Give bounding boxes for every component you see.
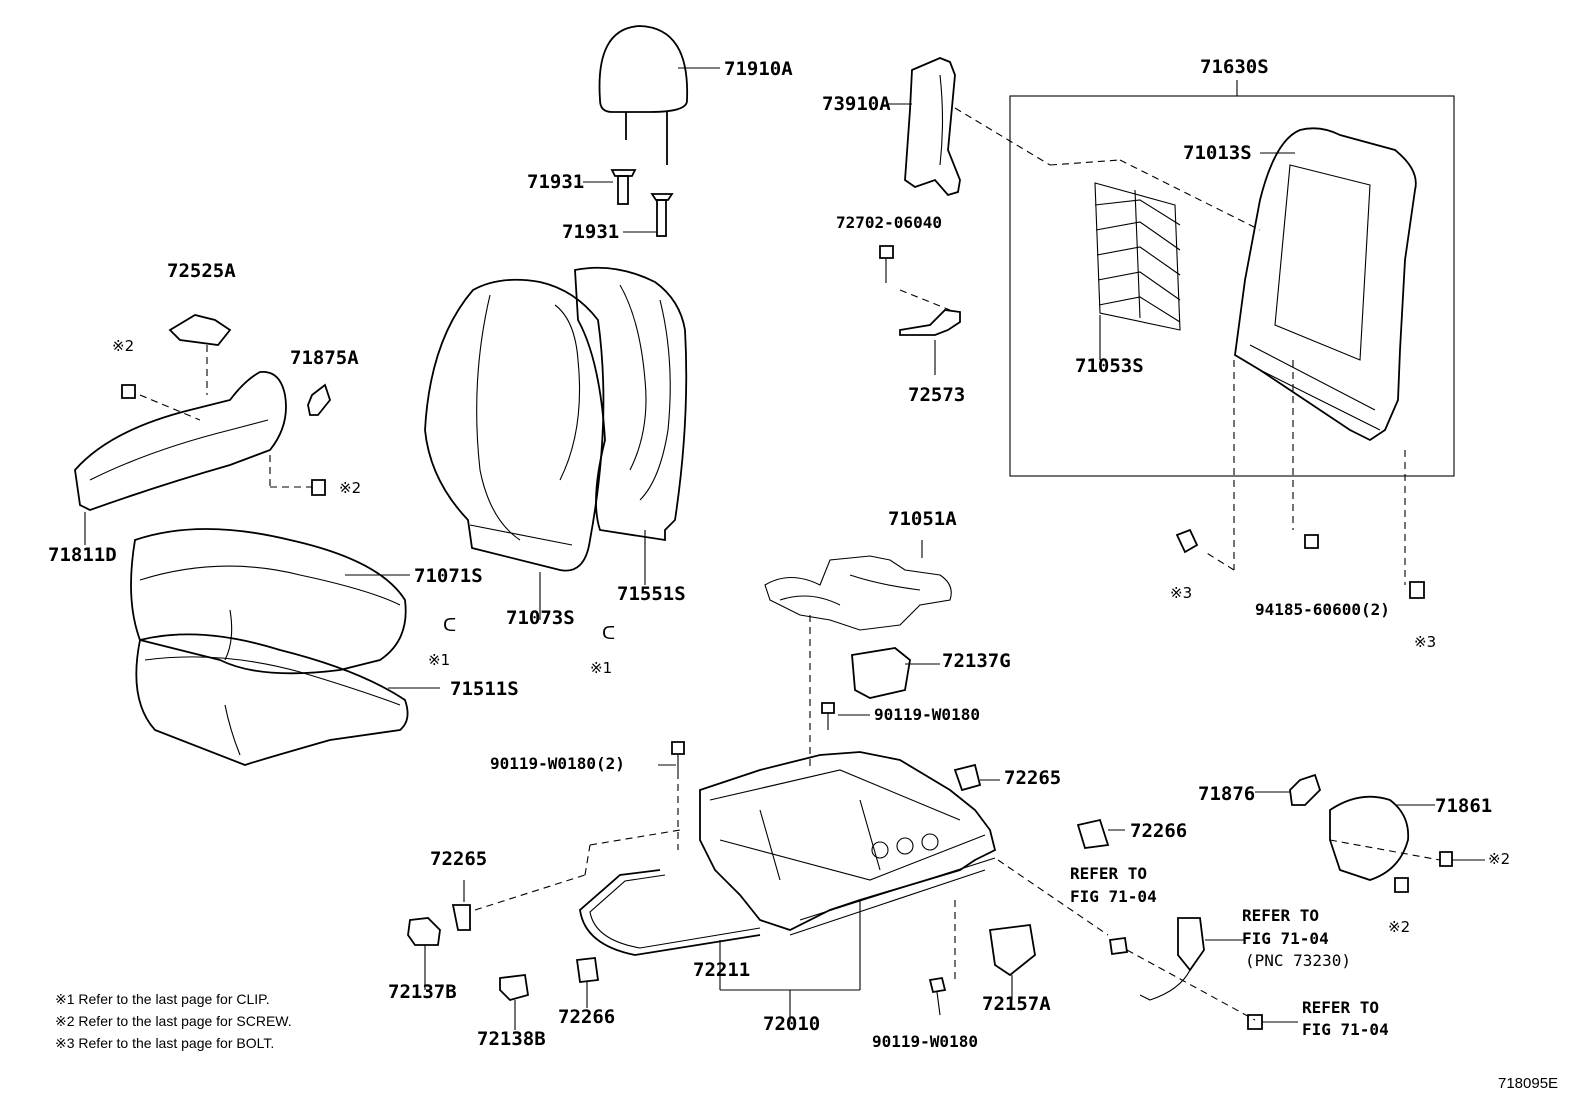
ref-mark-1-clip-b: ※1 (590, 659, 613, 677)
seat-adjuster-drawing (699, 751, 997, 1022)
refer-label-1-line2: FIG 71-04 (1070, 887, 1157, 906)
refer-label-3-line1: REFER TO (1302, 998, 1380, 1017)
side-airbag-drawing (887, 57, 1051, 197)
seat-cushion-cover-drawing (130, 528, 410, 675)
seatback-spring-drawing (1094, 182, 1181, 360)
part-label-71511S: 71511S (450, 678, 519, 700)
side-shield-drawing (74, 314, 332, 545)
footnote-bolt: ※3 Refer to the last page for BOLT. (55, 1035, 275, 1051)
recliner-cover-drawing (1255, 773, 1485, 893)
part-label-71053S: 71053S (1075, 355, 1144, 377)
release-cable-drawing (579, 869, 761, 960)
figure-id: 718095E (1498, 1075, 1559, 1092)
refer-label-1-line1: REFER TO (1070, 864, 1148, 883)
part-label-71910A: 71910A (724, 58, 793, 80)
part-label-72137B: 72137B (388, 981, 457, 1003)
part-label-71931-upper: 71931 (527, 171, 585, 193)
refer-label-2-line2: FIG 71-04 (1242, 929, 1329, 948)
ref-mark-3-bolt-a: ※3 (1170, 584, 1193, 602)
part-label-72266-right: 72266 (1130, 820, 1188, 842)
ref-mark-2-screw-c: ※2 (1488, 850, 1511, 868)
ref-mark-2-screw-b: ※2 (339, 479, 362, 497)
part-label-72702-06040: 72702-06040 (836, 213, 942, 232)
part-label-90119-W0180-upper: 90119-W0180 (874, 705, 980, 724)
part-label-72010: 72010 (763, 1013, 821, 1035)
part-label-71875A: 71875A (290, 347, 359, 369)
part-label-90119-W0180-lower: 90119-W0180 (872, 1032, 978, 1051)
refer-label-3-line2: FIG 71-04 (1302, 1020, 1389, 1039)
part-label-71811D: 71811D (48, 544, 117, 566)
part-label-71931-lower: 71931 (562, 221, 620, 243)
part-label-72573: 72573 (908, 384, 966, 406)
part-label-72138B: 72138B (477, 1028, 546, 1050)
frame-leader-lines (1204, 360, 1406, 585)
cushion-spring-drawing (764, 540, 952, 770)
headrest-guide-drawing (583, 169, 674, 237)
seatbelt-buckle-drawing (1108, 917, 1298, 1030)
screw-top-drawing (658, 702, 870, 850)
part-label-71013S: 71013S (1183, 142, 1252, 164)
seatback-pad-drawing (574, 266, 688, 585)
clips-drawing (407, 763, 1125, 1030)
part-label-71051A: 71051A (888, 508, 957, 530)
ref-mark-3-bolt-b: ※3 (1414, 633, 1437, 651)
clip-icon: ᑕ (602, 623, 616, 644)
part-label-72157A: 72157A (982, 993, 1051, 1015)
ref-mark-1-clip-a: ※1 (428, 651, 451, 669)
seatback-frame-assy-box (1009, 80, 1455, 477)
headrest-drawing (598, 25, 720, 165)
seatback-frame-drawing (1234, 127, 1417, 442)
part-label-71071S: 71071S (414, 565, 483, 587)
part-label-71551S: 71551S (617, 583, 686, 605)
part-label-72525A: 72525A (167, 260, 236, 282)
bracket-72137G-drawing (851, 647, 940, 699)
clip-icon: ᑕ (443, 615, 457, 636)
part-label-73910A: 73910A (822, 93, 891, 115)
footnote-clip: ※1 Refer to the last page for CLIP. (55, 991, 270, 1007)
part-label-72265-left: 72265 (430, 848, 488, 870)
part-label-90119-W0180-2: 90119-W0180(2) (490, 754, 625, 773)
seat-cushion-pad-drawing (135, 633, 440, 766)
part-label-72265-right: 72265 (1004, 767, 1062, 789)
bolt-bracket-drawing (879, 245, 961, 375)
refer-label-2-line3: (PNC 73230) (1245, 951, 1351, 970)
part-label-72211: 72211 (693, 959, 751, 981)
part-label-71876: 71876 (1198, 783, 1256, 805)
footnote-screw: ※2 Refer to the last page for SCREW. (55, 1013, 292, 1029)
part-label-72266-bottom: 72266 (558, 1006, 616, 1028)
part-label-72137G: 72137G (942, 650, 1011, 672)
ref-mark-2-screw-d: ※2 (1388, 918, 1411, 936)
ref-mark-2-screw-a: ※2 (112, 337, 135, 355)
refer-label-2-line1: REFER TO (1242, 906, 1320, 925)
part-label-71630S: 71630S (1200, 56, 1269, 78)
seatback-cover-drawing (424, 278, 605, 620)
bolts-drawing (121, 384, 1425, 599)
part-label-71073S: 71073S (506, 607, 575, 629)
part-label-94185-60600-2: 94185-60600(2) (1255, 600, 1390, 619)
part-label-71861: 71861 (1435, 795, 1493, 817)
